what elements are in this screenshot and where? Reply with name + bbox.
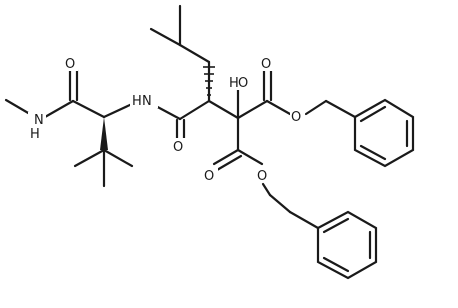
atom-o-amide2: O	[173, 140, 183, 155]
bond	[322, 256, 350, 273]
label-bg	[28, 112, 46, 136]
label-bg	[172, 138, 186, 154]
bond	[149, 27, 182, 47]
bond	[102, 148, 134, 168]
ring-bond	[353, 98, 415, 168]
hashed-bond	[203, 66, 215, 96]
bond	[212, 148, 240, 166]
bond	[261, 182, 272, 197]
bond	[359, 144, 387, 161]
bond	[236, 99, 269, 120]
bond	[73, 148, 106, 168]
atom-n-amide2: N	[142, 94, 152, 109]
atom-o-amide1: O	[65, 57, 75, 72]
bond	[178, 43, 211, 64]
ring-bond	[316, 210, 378, 280]
bond	[215, 154, 243, 172]
atom-o-ester1-link: O	[291, 110, 301, 125]
atom-o-hydroxyl: O	[238, 76, 248, 91]
atom-o-ester2-link: O	[257, 169, 267, 184]
bond	[359, 105, 387, 123]
bonds	[4, 4, 357, 230]
bond	[178, 99, 211, 121]
atom-o-ester2-carbonyl: O	[204, 169, 214, 184]
benzene-ring-1	[353, 98, 415, 168]
bond	[207, 99, 240, 120]
atom-n-methylamide: N	[34, 113, 44, 128]
bond	[265, 99, 292, 116]
bond	[288, 210, 320, 230]
bond	[304, 99, 328, 116]
label-bg	[260, 55, 274, 71]
label-bg	[290, 108, 305, 124]
bond	[322, 217, 350, 234]
atom-h-amide2: H	[132, 94, 142, 109]
label-bg	[203, 167, 218, 183]
atom-h-hydroxyl: H	[229, 76, 239, 91]
bond	[43, 99, 75, 119]
atom-labels: O N H H N O H O O O O O	[28, 55, 305, 184]
label-bg	[256, 167, 271, 183]
label-bg	[64, 55, 78, 71]
bond	[71, 99, 106, 119]
wedge-bond	[100, 117, 108, 150]
atom-o-ester1-carbonyl: O	[261, 57, 271, 72]
bond	[236, 148, 264, 166]
bond	[324, 99, 357, 119]
atom-h-methylamide: H	[30, 127, 40, 142]
label-bg	[228, 74, 252, 90]
benzene-ring-2	[316, 210, 378, 280]
bond	[102, 102, 134, 119]
label-bg	[130, 92, 158, 108]
bond	[268, 193, 292, 214]
